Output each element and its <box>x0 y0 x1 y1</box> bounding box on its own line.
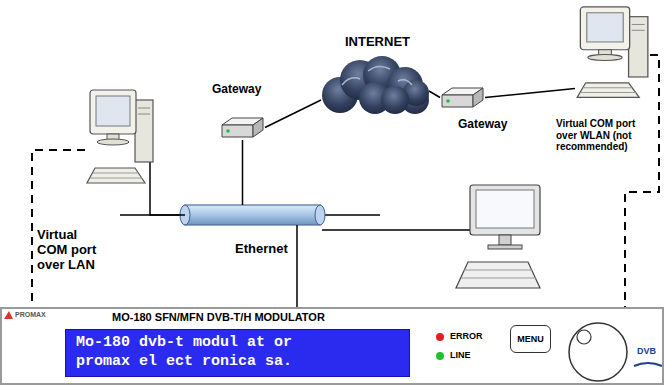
control-knob <box>569 323 627 381</box>
lan-wire <box>322 229 470 231</box>
screen <box>476 190 534 228</box>
network-cable <box>429 91 440 98</box>
monitor-frame <box>470 185 540 235</box>
node-text: Virtual COM port over LAN <box>37 228 109 273</box>
computer-node: Virtual COM port over LAN <box>85 88 155 198</box>
logo-mark <box>4 311 13 319</box>
computer-icon <box>87 90 153 183</box>
promax-logo <box>4 311 13 319</box>
ethernet-tube <box>180 205 325 225</box>
led-label: LINE <box>450 351 471 361</box>
menu-button: MENU <box>510 325 551 353</box>
pc-cable <box>149 162 151 198</box>
gateway-icon <box>222 118 263 137</box>
network-cable <box>485 88 575 97</box>
flat-monitor <box>456 185 540 288</box>
gateway-node: Gateway <box>220 115 265 140</box>
node-text: Ethernet <box>235 242 288 257</box>
computer-node: Virtual COM port over WLAN (not recommen… <box>575 5 650 112</box>
knob-grip <box>577 330 591 344</box>
network-cable <box>242 140 244 205</box>
modulator-panel: Mo-180 dvb-t modul at or promax el ect r… <box>0 307 664 385</box>
lcd-display: Mo-180 dvb-t modul at or promax el ect r… <box>65 329 410 377</box>
virtual-com-link <box>625 55 659 307</box>
brand-logo-text: PROMAX <box>15 311 46 319</box>
internet-cloud: INTERNET <box>320 55 430 115</box>
dvb-logo-swoosh <box>634 363 662 366</box>
line-led <box>436 352 444 360</box>
gateway-node: Gateway <box>440 85 485 110</box>
network-cable <box>150 198 185 215</box>
network-cable <box>296 225 298 307</box>
dvb-logo-text: DVB <box>637 347 656 357</box>
cloud-icon <box>322 56 429 114</box>
key-row <box>464 270 532 271</box>
node-text: INTERNET <box>345 35 410 50</box>
led-label: ERROR <box>450 332 483 342</box>
node-text: Gateway <box>458 118 507 132</box>
monitor-stand <box>499 235 511 245</box>
monitor-base <box>488 245 522 249</box>
node-text: MENU <box>517 334 544 344</box>
node-text: Gateway <box>212 83 261 97</box>
node-text: Virtual COM port over WLAN (not recommen… <box>556 118 652 153</box>
gateway-icon <box>442 88 483 107</box>
network-cable <box>265 100 321 128</box>
tube-body <box>185 205 320 225</box>
ethernet-bus: Ethernet <box>185 205 320 225</box>
node-text: Mo-180 dvb-t modul at or promax el ect r… <box>76 334 301 372</box>
error-led <box>436 333 444 341</box>
node-text: MO-180 SFN/MFN DVB-T/H MODULATOR <box>112 311 325 324</box>
tube-end <box>315 205 325 225</box>
lan-wire <box>320 214 380 216</box>
keyboard <box>456 262 540 288</box>
computer-icon <box>577 7 648 97</box>
key-row <box>461 278 536 279</box>
